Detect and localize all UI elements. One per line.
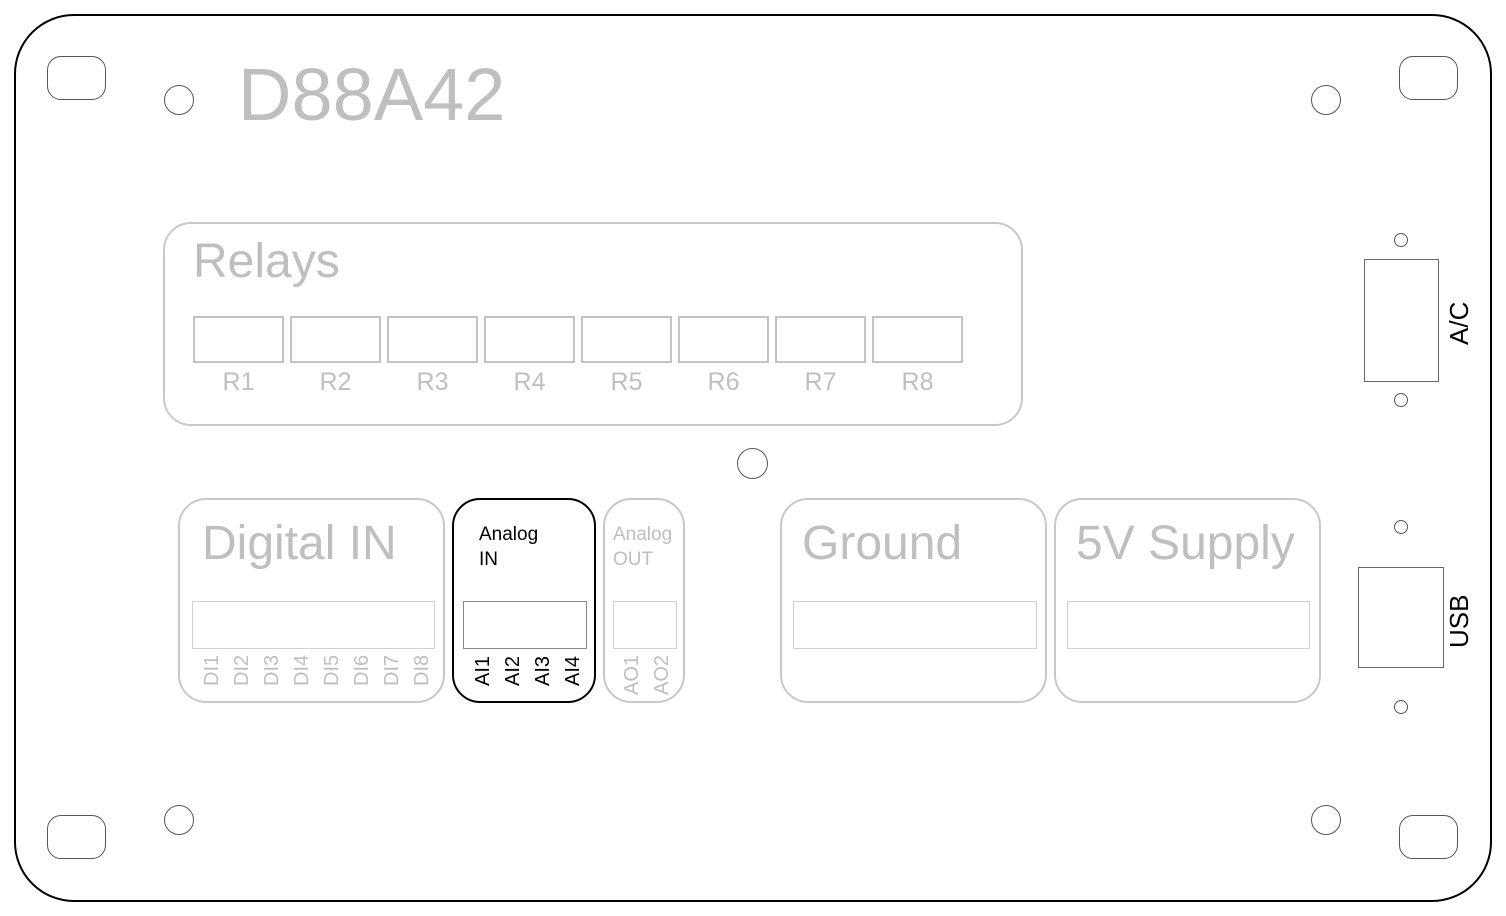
mounting-slot-bottom-right (1399, 815, 1458, 859)
relay-r2[interactable] (290, 316, 381, 363)
relay-label: R8 (901, 368, 934, 396)
relay-r7[interactable] (775, 316, 866, 363)
digital-in-pin-label: DI8 (411, 654, 433, 686)
digital-in-pin-label: DI1 (201, 654, 223, 686)
relays-title: Relays (193, 235, 340, 288)
supply-5v-terminal (1067, 601, 1310, 649)
analog-out-title: Analog OUT (613, 522, 672, 572)
analog-out-panel[interactable]: Analog OUT AO1 AO2 (603, 498, 685, 703)
usb-screw-hole-top (1394, 520, 1408, 534)
relay-r8[interactable] (872, 316, 963, 363)
analog-out-terminal (613, 601, 677, 649)
usb-connector[interactable] (1358, 567, 1444, 668)
digital-in-pin-label: DI7 (381, 654, 403, 686)
relay-label: R7 (804, 368, 837, 396)
usb-label: USB (1444, 594, 1474, 648)
analog-in-title-line1: Analog (479, 524, 539, 545)
analog-in-title: Analog IN (479, 522, 538, 572)
relay-label: R6 (707, 368, 740, 396)
mounting-hole-top-right (1311, 85, 1341, 115)
mounting-slot-bottom-left (47, 815, 106, 859)
digital-in-pin-label: DI2 (231, 654, 253, 686)
analog-in-title-line2: IN (479, 549, 498, 570)
analog-in-pin-label: AI3 (532, 655, 554, 686)
supply-5v-panel[interactable]: 5V Supply (1054, 498, 1321, 703)
relay-r3[interactable] (387, 316, 478, 363)
ground-terminal (793, 601, 1037, 649)
analog-in-pin-label: AI4 (562, 655, 584, 686)
analog-in-panel[interactable]: Analog IN AI1 AI2 AI3 AI4 (452, 498, 596, 703)
mounting-hole-top-left (164, 85, 194, 115)
analog-in-pin-label: AI2 (502, 655, 524, 686)
relay-r6[interactable] (678, 316, 769, 363)
ground-panel[interactable]: Ground (780, 498, 1047, 703)
relay-label: R2 (319, 368, 352, 396)
analog-out-pin-label: AO1 (621, 654, 643, 695)
digital-in-pin-label: DI6 (351, 654, 373, 686)
analog-in-pin-label: AI1 (472, 655, 494, 686)
relays-panel[interactable]: Relays R1 R2 R3 R4 R5 R6 R7 R8 (163, 222, 1023, 426)
ac-connector[interactable] (1364, 259, 1439, 382)
digital-in-panel[interactable]: Digital IN DI1 DI2 DI3 DI4 DI5 DI6 DI7 D… (178, 498, 445, 703)
digital-in-terminal (192, 601, 435, 649)
relay-r4[interactable] (484, 316, 575, 363)
ground-title: Ground (802, 517, 963, 570)
relay-label: R1 (222, 368, 255, 396)
mounting-slot-top-left (47, 56, 106, 100)
analog-out-pin-label: AO2 (651, 654, 673, 695)
digital-in-pin-label: DI5 (321, 654, 343, 686)
board-model-title: D88A42 (238, 53, 506, 136)
analog-in-terminal (463, 601, 587, 649)
relay-r5[interactable] (581, 316, 672, 363)
digital-in-pin-label: DI4 (291, 654, 313, 686)
supply-5v-title: 5V Supply (1076, 517, 1295, 570)
digital-in-pin-label: DI3 (261, 654, 283, 686)
ac-screw-hole-bottom (1394, 393, 1408, 407)
ac-label: A/C (1444, 301, 1474, 345)
relay-label: R3 (416, 368, 449, 396)
mounting-slot-top-right (1399, 56, 1458, 100)
digital-in-title: Digital IN (202, 517, 397, 570)
ac-screw-hole-top (1394, 233, 1408, 247)
board-outline (14, 14, 1492, 902)
usb-screw-hole-bottom (1394, 700, 1408, 714)
mounting-hole-center (737, 448, 768, 479)
mounting-hole-bottom-left (164, 805, 194, 835)
analog-out-title-line1: Analog (613, 524, 673, 545)
mounting-hole-bottom-right (1311, 805, 1341, 835)
relay-label: R4 (513, 368, 546, 396)
relay-label: R5 (610, 368, 643, 396)
analog-out-title-line2: OUT (613, 549, 654, 570)
relay-r1[interactable] (193, 316, 284, 363)
